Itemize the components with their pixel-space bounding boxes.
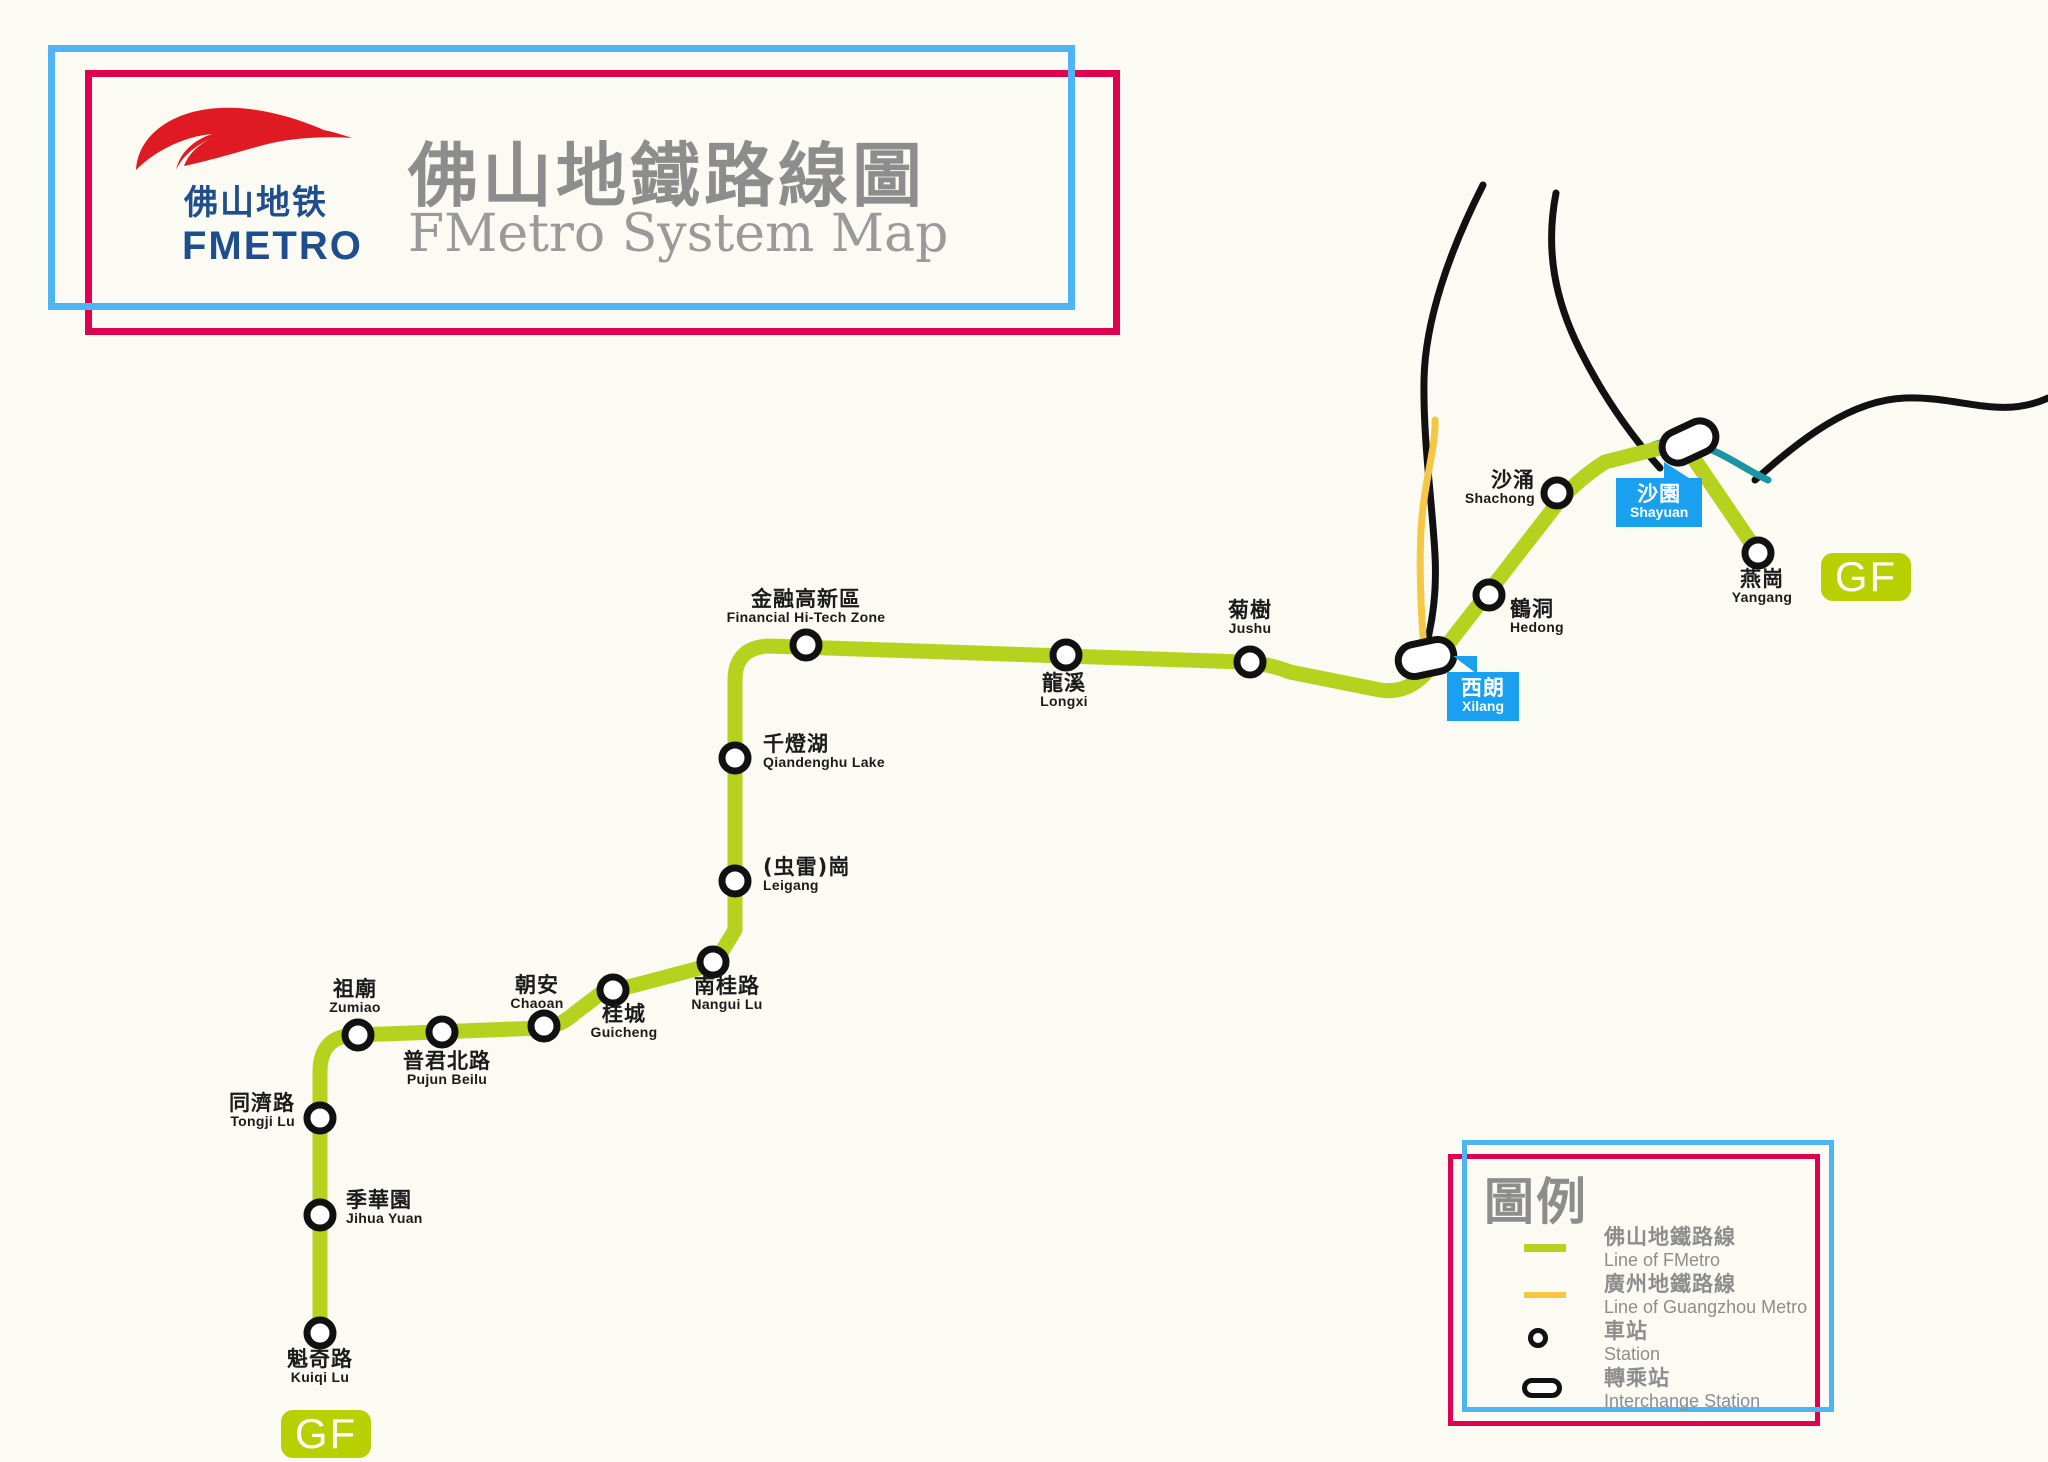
station-marker-hedong: [1472, 578, 1506, 612]
guangzhou-metro-line: [1416, 416, 1439, 654]
legend-label: 轉乘站 Interchange Station: [1604, 1366, 1761, 1411]
legend-row-fmetro-line: 佛山地鐵路線 Line of FMetro: [1508, 1225, 1828, 1275]
header-frame-crimson: [85, 70, 1120, 335]
header-plaque: 佛山地铁 FMETRO 佛山地鐵路線圖 FMetro System Map: [0, 0, 1180, 360]
callout-xilang: 西朗 Xilang: [1447, 656, 1519, 721]
station-marker-nangui-lu: [696, 945, 730, 979]
legend-label: 佛山地鐵路線 Line of FMetro: [1604, 1225, 1736, 1270]
callout-name-en: Xilang: [1461, 698, 1504, 715]
legend-label: 廣州地鐵路線 Line of Guangzhou Metro: [1604, 1272, 1808, 1317]
station-marker-zumiao: [341, 1018, 375, 1052]
guangzhou-line-swatch-icon: [1524, 1292, 1566, 1298]
station-marker-jihua-yuan: [303, 1198, 337, 1232]
legend-label-en: Station: [1604, 1343, 1661, 1364]
callout-tail-icon: [1453, 656, 1477, 674]
station-marker-yangang: [1741, 536, 1775, 570]
station-marker-jushu: [1233, 645, 1267, 679]
legend-label-en: Line of FMetro: [1604, 1249, 1721, 1270]
callout-name-en: Shayuan: [1630, 504, 1689, 521]
station-marker-guicheng: [596, 973, 630, 1007]
page-title-chinese: 佛山地鐵路線圖: [408, 134, 926, 217]
interchange-markers: [1394, 417, 1720, 680]
legend-title: 圖例: [1484, 1172, 1588, 1231]
station-marker-shachong: [1540, 476, 1574, 510]
logo-english-text: FMETRO: [182, 224, 363, 268]
station-marker-longxi: [1049, 638, 1083, 672]
fmetro-line-swatch-icon: [1524, 1244, 1566, 1252]
station-marker-kuiqi-lu: [303, 1316, 337, 1350]
legend-rows: 佛山地鐵路線 Line of FMetro 廣州地鐵路線 Line of Gua…: [1508, 1225, 1828, 1416]
fmetro-logo: 佛山地铁 FMETRO: [128, 100, 368, 270]
legend-row-interchange: 轉乘站 Interchange Station: [1508, 1366, 1828, 1416]
station-marker-qiandenghu-lake: [718, 741, 752, 775]
station-marker-chaoan: [527, 1009, 561, 1043]
callout-shayuan: 沙園 Shayuan: [1616, 462, 1703, 527]
station-marker-tongji-lu: [303, 1101, 337, 1135]
legend-label-cn: 廣州地鐵路線: [1604, 1272, 1736, 1296]
interchange-marker-shayuan: [1658, 417, 1720, 467]
swoosh-icon: [136, 107, 352, 170]
river-lines: [1420, 181, 2048, 654]
legend-frame-blue: [1462, 1140, 1834, 1412]
legend-label-cn: 車站: [1604, 1319, 1648, 1343]
legend-label: 車站 Station: [1604, 1319, 1661, 1364]
callout-name-cn: 沙園: [1637, 482, 1682, 506]
legend-label-cn: 佛山地鐵路線: [1604, 1225, 1736, 1249]
station-markers: [303, 476, 1775, 1350]
legend-label-en: Line of Guangzhou Metro: [1604, 1296, 1808, 1317]
legend-label-cn: 轉乘站: [1604, 1366, 1670, 1390]
legend-row-station: 車站 Station: [1508, 1319, 1828, 1369]
legend-frame-crimson: [1448, 1154, 1820, 1426]
callout-tail-icon: [1664, 462, 1693, 480]
page-title-english: FMetro System Map: [408, 204, 949, 264]
station-marker-financial-hi-tech-zone: [789, 628, 823, 662]
station-marker-pujun-beilu: [425, 1015, 459, 1049]
legend-row-guangzhou-line: 廣州地鐵路線 Line of Guangzhou Metro: [1508, 1272, 1828, 1322]
logo-chinese-text: 佛山地铁: [184, 183, 328, 223]
station-marker-leigang: [718, 864, 752, 898]
gf-badge-kuiqi-lu: GF: [281, 1410, 371, 1458]
station-marker-icon: [1528, 1328, 1548, 1348]
interchange-marker-icon: [1522, 1378, 1562, 1398]
legend-panel: 圖例 佛山地鐵路線 Line of FMetro 廣州地鐵路線 Line of …: [1448, 1140, 1848, 1450]
header-frame-blue: [48, 45, 1075, 310]
legend-label-en: Interchange Station: [1604, 1390, 1761, 1411]
interchange-marker-xilang: [1394, 636, 1458, 680]
callout-name-cn: 西朗: [1461, 676, 1505, 700]
gf-badge-yangang: GF: [1821, 553, 1911, 601]
